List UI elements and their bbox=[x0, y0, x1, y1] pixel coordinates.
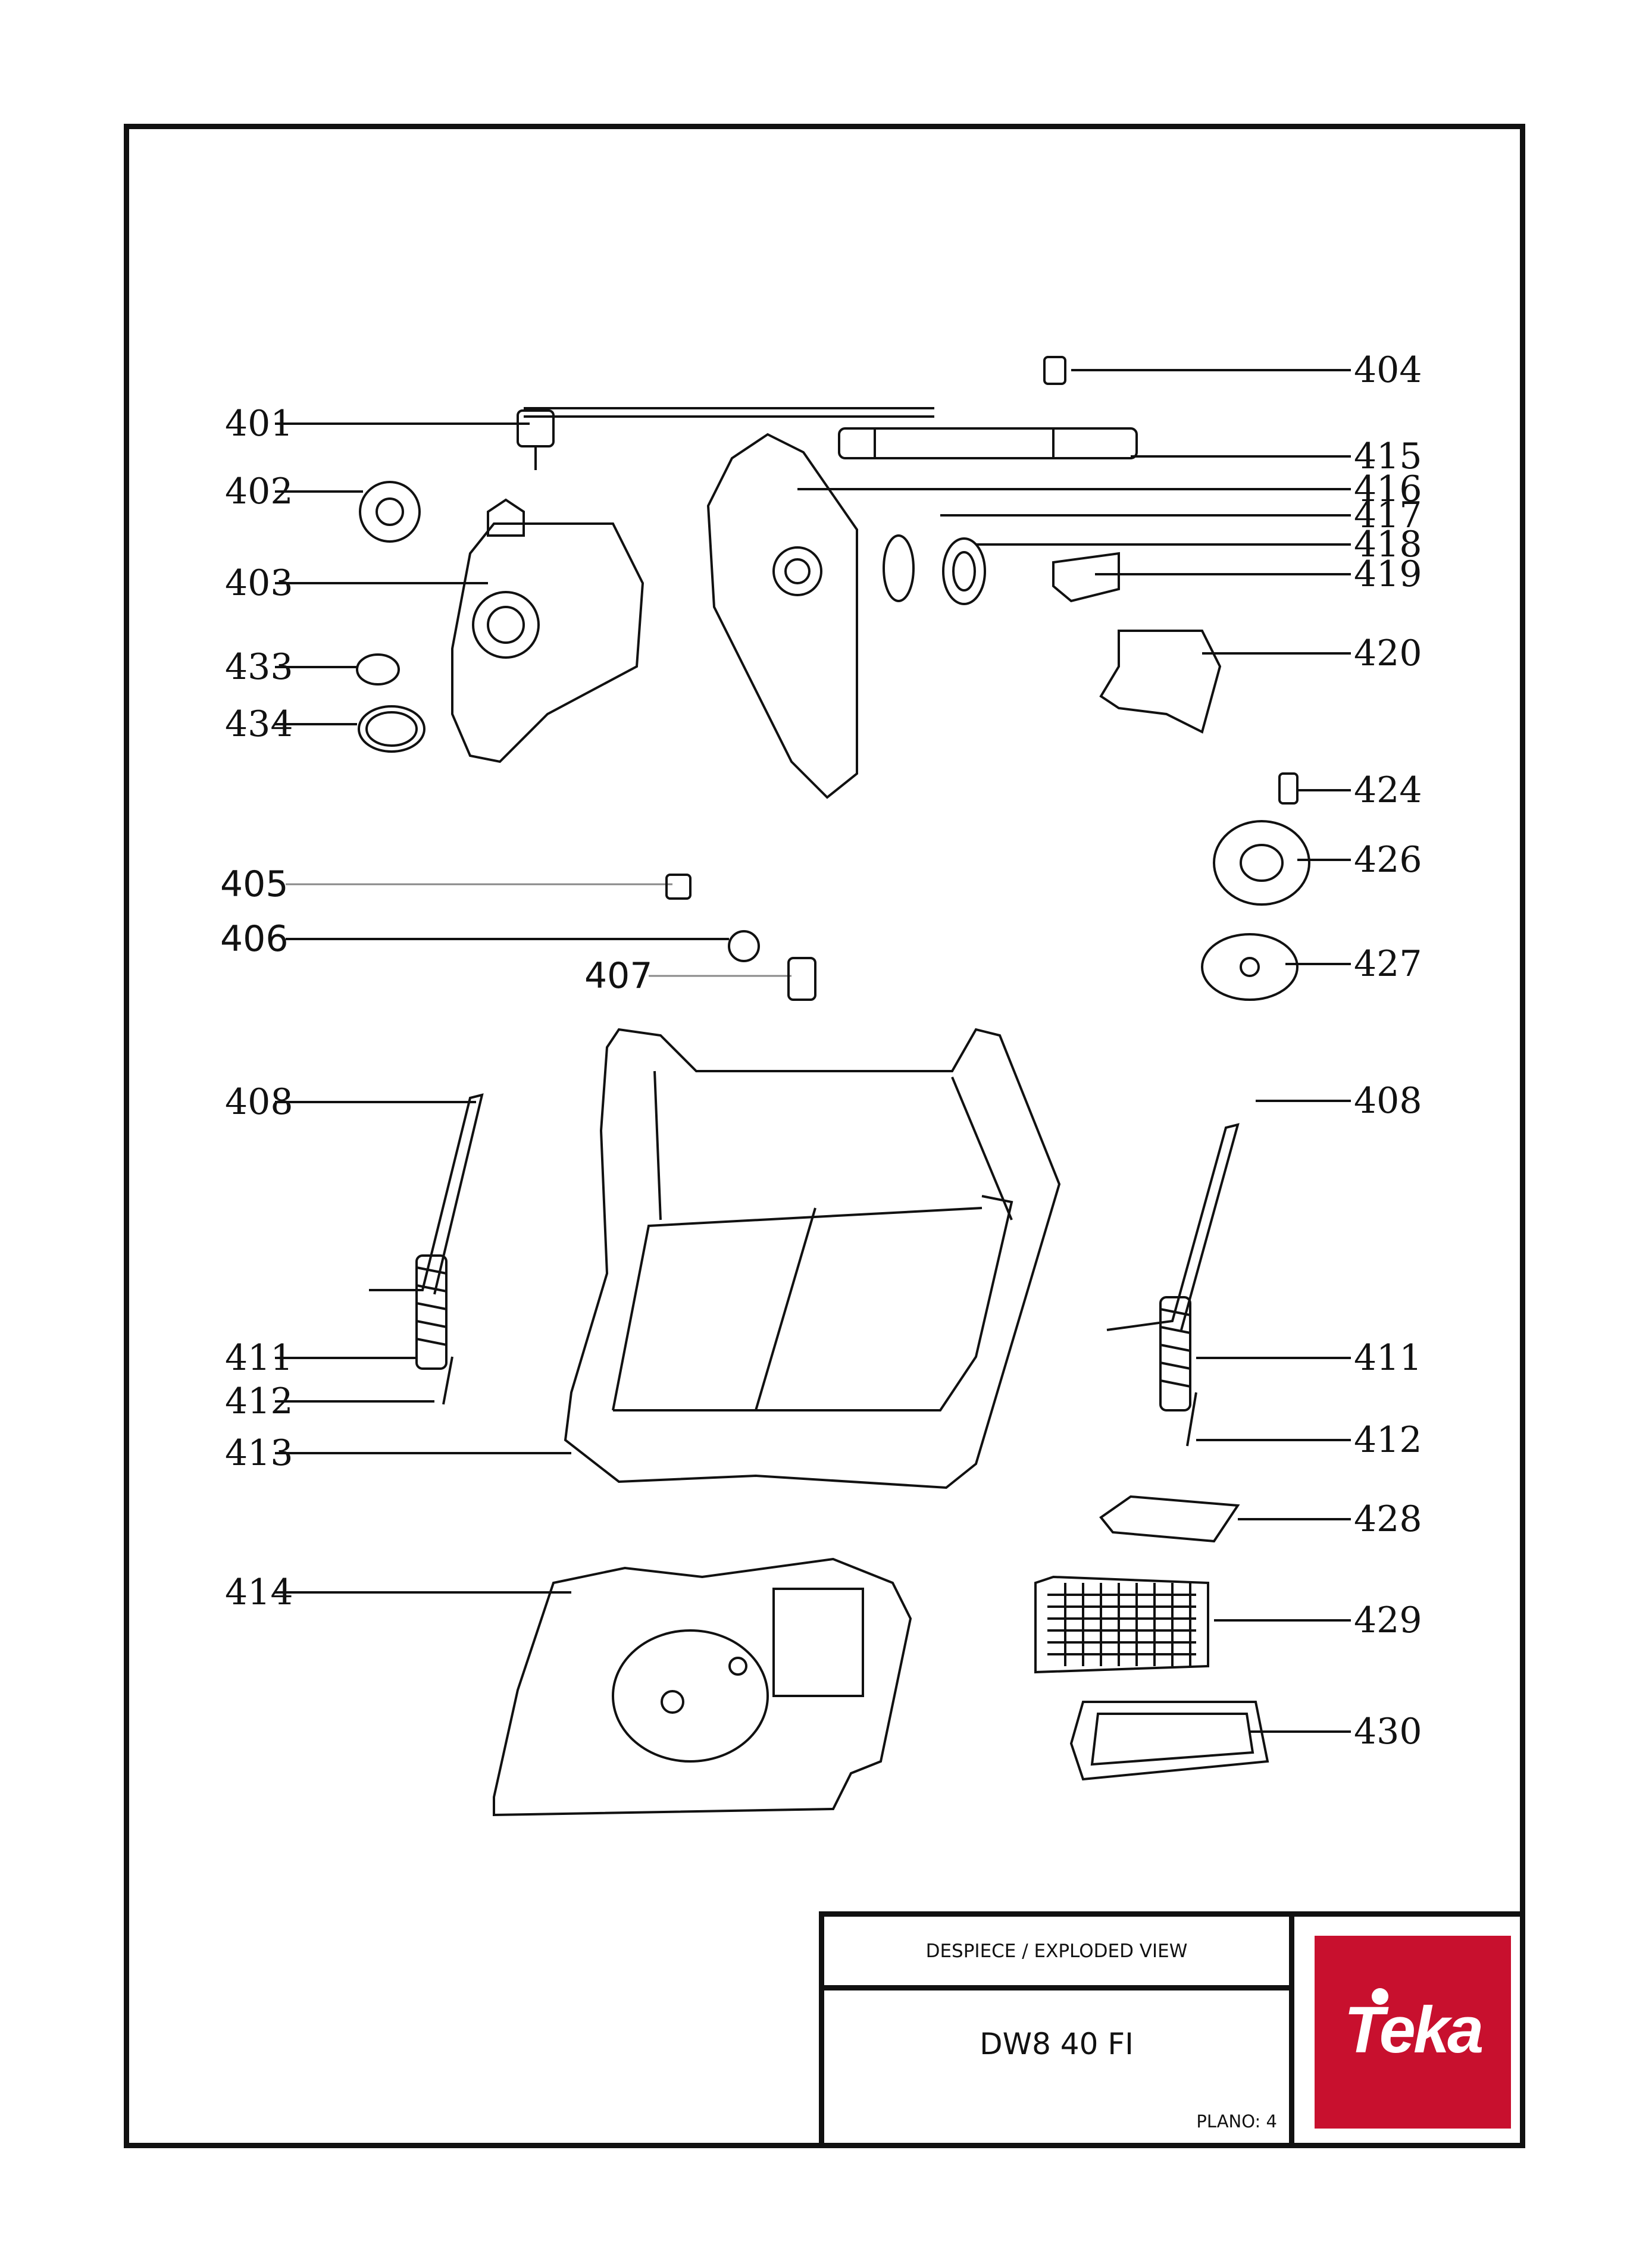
callout-429: 429 bbox=[1354, 1600, 1422, 1641]
drawing-frame bbox=[124, 124, 1525, 2148]
callout-418: 418 bbox=[1354, 524, 1422, 565]
callout-428: 428 bbox=[1354, 1498, 1422, 1540]
callout-419: 419 bbox=[1354, 553, 1422, 595]
callout-417: 417 bbox=[1354, 494, 1422, 536]
callout-433: 433 bbox=[225, 646, 293, 688]
callout-412-left: 412 bbox=[225, 1381, 293, 1422]
callout-430: 430 bbox=[1354, 1711, 1422, 1752]
callout-414: 414 bbox=[225, 1572, 293, 1613]
callout-412-right: 412 bbox=[1354, 1419, 1422, 1461]
drawing-heading: DESPIECE / EXPLODED VIEW bbox=[824, 1917, 1289, 1990]
callout-403: 403 bbox=[225, 562, 293, 604]
callout-411-left: 411 bbox=[225, 1337, 293, 1379]
title-block: DESPIECE / EXPLODED VIEW DW8 40 FI PLANO… bbox=[819, 1911, 1525, 2148]
plan-number: PLANO: 4 bbox=[1196, 2111, 1277, 2132]
callout-405: 405 bbox=[220, 863, 289, 905]
callout-420: 420 bbox=[1354, 633, 1422, 674]
logo-cell: Teka bbox=[1289, 1911, 1525, 2148]
callout-401: 401 bbox=[225, 403, 293, 445]
title-block-info: DESPIECE / EXPLODED VIEW DW8 40 FI PLANO… bbox=[819, 1911, 1289, 2148]
teka-logo: Teka bbox=[1315, 1936, 1511, 2129]
callout-407: 407 bbox=[584, 955, 653, 997]
callout-404: 404 bbox=[1354, 349, 1422, 391]
callout-413: 413 bbox=[225, 1432, 293, 1474]
callout-416: 416 bbox=[1354, 468, 1422, 510]
callout-406: 406 bbox=[220, 918, 289, 960]
callout-408-left: 408 bbox=[225, 1081, 293, 1123]
callout-434: 434 bbox=[225, 703, 293, 745]
callout-424: 424 bbox=[1354, 769, 1422, 811]
callout-427: 427 bbox=[1354, 943, 1422, 985]
callout-415: 415 bbox=[1354, 436, 1422, 477]
callout-402: 402 bbox=[225, 471, 293, 512]
callout-408-right: 408 bbox=[1354, 1080, 1422, 1122]
logo-dot bbox=[1372, 1988, 1388, 2005]
logo-wordmark: Teka bbox=[1344, 1993, 1484, 2067]
model-name: DW8 40 FI bbox=[980, 2027, 1134, 2061]
callout-426: 426 bbox=[1354, 839, 1422, 881]
callout-411-right: 411 bbox=[1354, 1337, 1422, 1379]
